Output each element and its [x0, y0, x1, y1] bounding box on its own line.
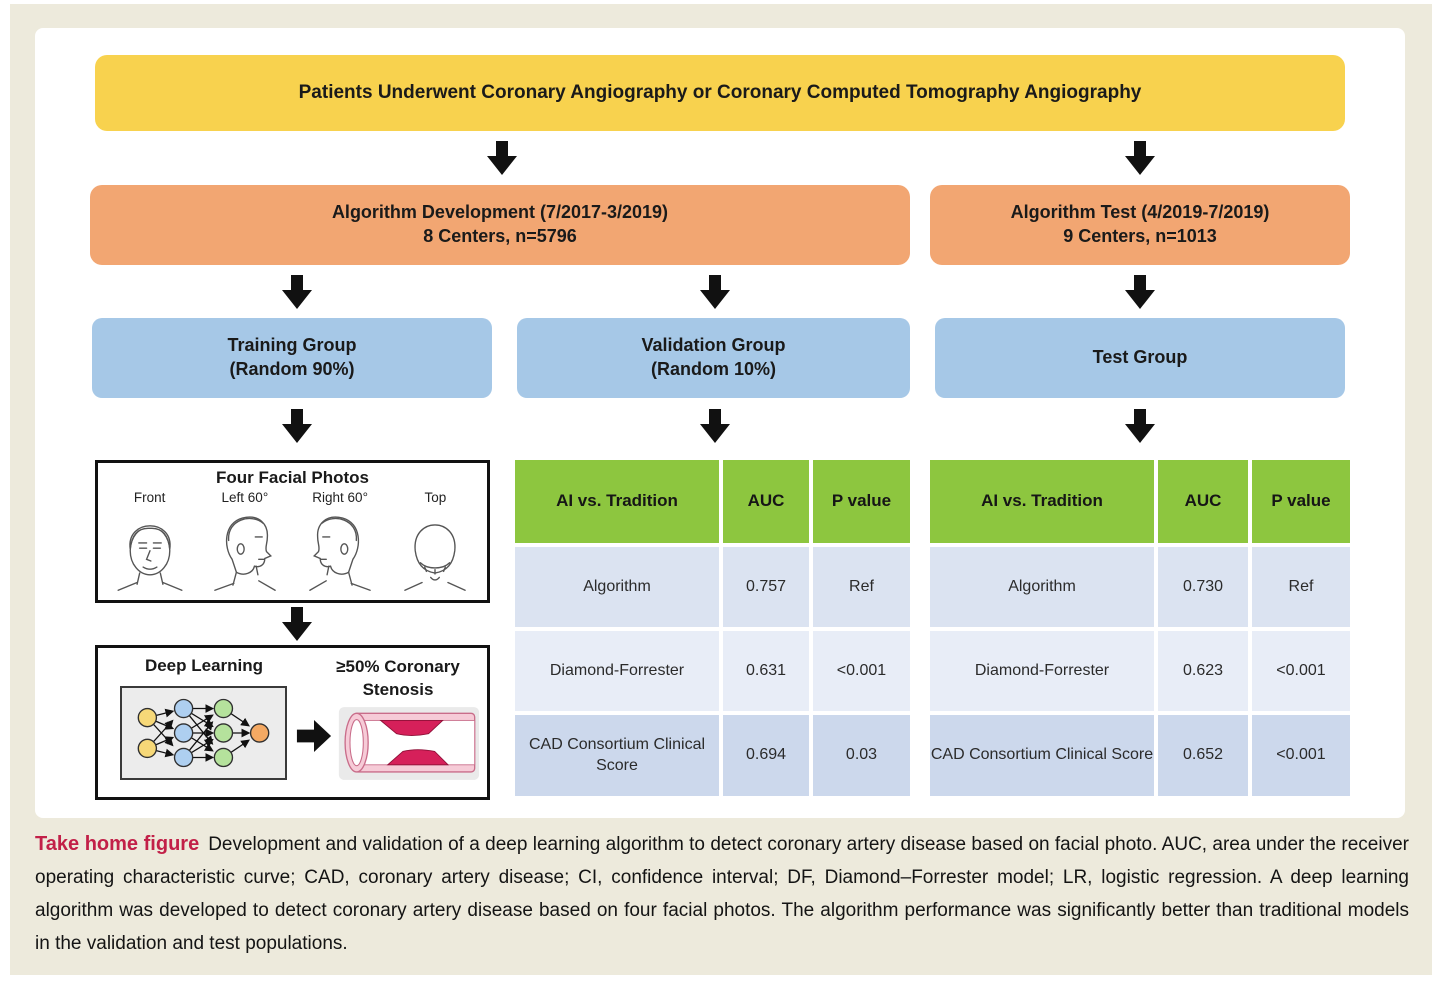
algorithm-development-box: Algorithm Development (7/2017-3/2019) 8 …	[90, 185, 910, 265]
face-view-left60: Left 60°	[197, 490, 292, 592]
arrow-down-icon	[282, 409, 312, 443]
table-header-cell: P value	[1252, 460, 1350, 543]
table-cell: 0.694	[723, 715, 809, 796]
table-cell: 0.03	[813, 715, 910, 796]
arrow-down-icon	[487, 141, 517, 175]
table-cell: 0.652	[1158, 715, 1248, 796]
arrow-down-icon	[1125, 141, 1155, 175]
face-view-right60: Right 60°	[293, 490, 388, 592]
table-cell: <0.001	[1252, 631, 1350, 711]
table-header-cell: P value	[813, 460, 910, 543]
stenosis-title-line2: Stenosis	[362, 679, 434, 699]
training-group-box: Training Group (Random 90%)	[92, 318, 492, 398]
stenosis-title: ≥50% Coronary Stenosis	[312, 656, 484, 702]
test-group-box: Test Group	[935, 318, 1345, 398]
arrow-right-icon	[296, 720, 332, 752]
table-cell: <0.001	[813, 631, 910, 711]
face-right60-icon	[309, 516, 371, 591]
facial-photos-title: Four Facial Photos	[215, 468, 370, 487]
face-view-label: Front	[133, 490, 166, 505]
patients-box: Patients Underwent Coronary Angiography …	[95, 55, 1345, 131]
table-cell: <0.001	[1252, 715, 1350, 796]
table-cell: Algorithm	[515, 547, 719, 627]
deep-learning-title: Deep Learning	[144, 656, 264, 675]
table-header-cell: AI vs. Tradition	[930, 460, 1154, 543]
arrow-down-icon	[282, 607, 312, 641]
table-header-cell: AI vs. Tradition	[515, 460, 719, 543]
caption-label: Take home figure	[35, 833, 200, 855]
development-line1: Algorithm Development (7/2017-3/2019)	[331, 202, 669, 223]
face-view-front: Front	[102, 490, 197, 592]
face-view-top: Top	[388, 490, 483, 592]
algorithm-test-box: Algorithm Test (4/2019-7/2019) 9 Centers…	[930, 185, 1350, 265]
stenosis-title-line1: ≥50% Coronary	[336, 657, 460, 676]
face-view-label: Left 60°	[221, 490, 269, 505]
validation-line2: (Random 10%)	[650, 359, 776, 379]
table-header-cell: AUC	[723, 460, 809, 543]
caption-text: Development and validation of a deep lea…	[35, 834, 1409, 954]
deep-learning-panel: Deep Learning	[95, 645, 490, 800]
face-view-label: Right 60°	[312, 490, 368, 505]
face-top-icon	[404, 524, 467, 591]
table-cell: 0.623	[1158, 631, 1248, 711]
table-cell: Algorithm	[930, 547, 1154, 627]
validation-results-table: AI vs. Tradition AUC P value Algorithm 0…	[515, 460, 910, 796]
facial-photos-panel: Four Facial Photos Front	[95, 460, 490, 603]
face-view-label: Top	[424, 490, 447, 505]
test-line2: 9 Centers, n=1013	[1063, 226, 1217, 246]
arrow-down-icon	[282, 275, 312, 309]
table-cell: CAD Consortium Clinical Score	[930, 715, 1154, 796]
table-header-cell: AUC	[1158, 460, 1248, 543]
face-left60-icon	[214, 516, 276, 591]
training-line2: (Random 90%)	[229, 359, 355, 379]
table-cell: Ref	[813, 547, 910, 627]
test-line1: Algorithm Test (4/2019-7/2019)	[1010, 202, 1270, 223]
table-cell: Diamond-Forrester	[515, 631, 719, 711]
arrow-down-icon	[700, 409, 730, 443]
training-line1: Training Group	[227, 335, 357, 356]
validation-group-box: Validation Group (Random 10%)	[517, 318, 910, 398]
arrow-down-icon	[700, 275, 730, 309]
facial-views-row: Front Left 60°	[102, 490, 483, 592]
arrow-down-icon	[1125, 275, 1155, 309]
table-cell: CAD Consortium Clinical Score	[515, 715, 719, 796]
table-cell: Ref	[1252, 547, 1350, 627]
table-cell: 0.757	[723, 547, 809, 627]
table-cell: 0.631	[723, 631, 809, 711]
table-cell: 0.730	[1158, 547, 1248, 627]
neural-network-box	[120, 686, 287, 780]
patients-box-label: Patients Underwent Coronary Angiography …	[298, 82, 1142, 104]
vessel-stenosis-icon	[338, 707, 480, 780]
test-group-line1: Test Group	[1092, 347, 1188, 368]
neural-network-icon	[137, 698, 270, 768]
validation-line1: Validation Group	[641, 335, 786, 356]
face-front-icon	[117, 525, 183, 591]
test-results-table: AI vs. Tradition AUC P value Algorithm 0…	[930, 460, 1350, 796]
arrow-down-icon	[1125, 409, 1155, 443]
development-line2: 8 Centers, n=5796	[423, 226, 577, 246]
table-cell: Diamond-Forrester	[930, 631, 1154, 711]
